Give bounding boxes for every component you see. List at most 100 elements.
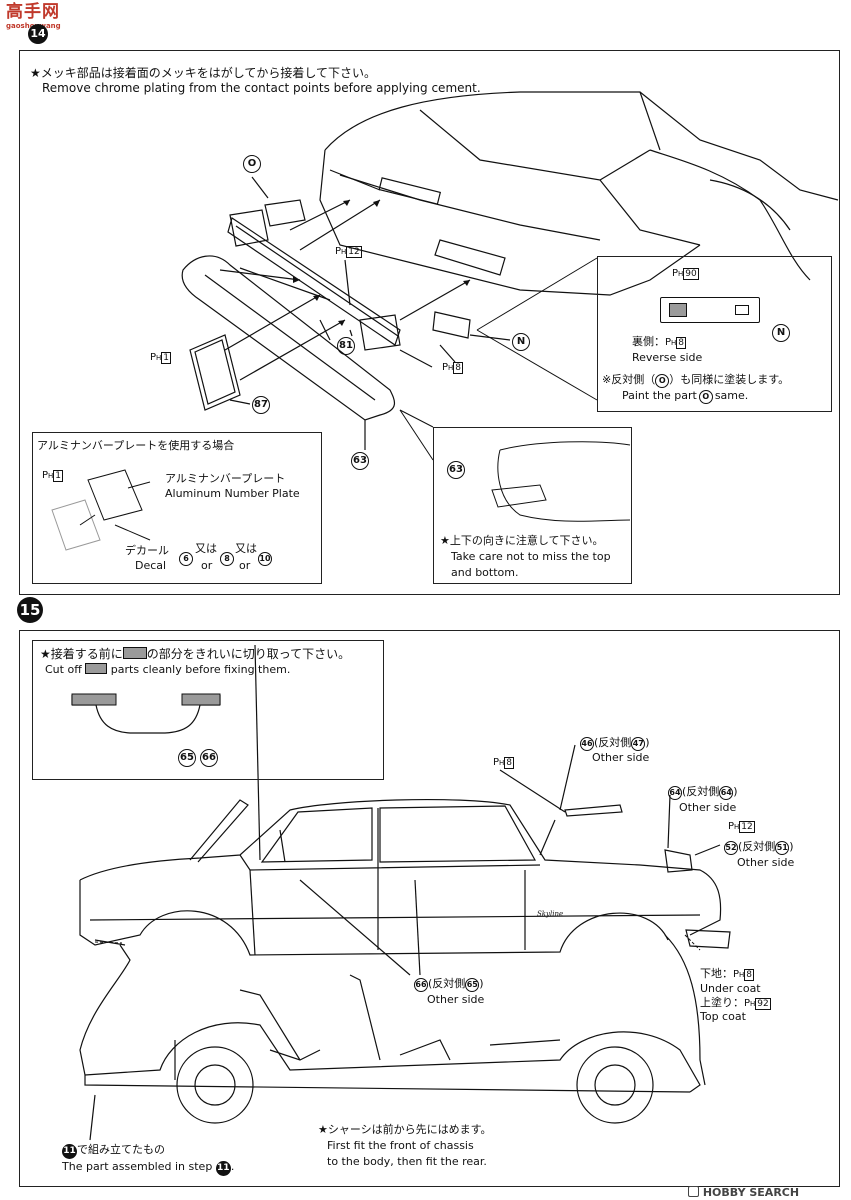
decal-8: 8 [220,552,234,566]
callout-66-part: 66 [414,978,428,992]
callout-46-en: Other side [592,751,650,764]
alum-decal-en: Decal [135,559,167,572]
callout-64-other: 64 [719,786,734,800]
chassis-note-en1: First fit the front of chassis [327,1139,474,1152]
alum-plate-en: Aluminum Number Plate [165,487,300,500]
assembled-en: The part assembled in step 11. [62,1160,234,1176]
callout-66-other: 65 [465,978,480,992]
alum-decal-jp: デカール [125,544,169,557]
callout-52: 52(反対側51) [724,840,794,855]
decal-10: 10 [258,552,272,566]
assembled-jp-text: で組み立てたもの [77,1143,165,1156]
inset-63-note-jp: ★上下の向きに注意して下さい。 [440,534,604,547]
callout-64-en: Other side [679,801,737,814]
callout-52-jp: (反対側 [738,840,776,853]
decal-or-jp-1: 又は [195,542,217,555]
cut-grey-swatch-jp [122,647,147,659]
inset-63-label: 63 [447,461,465,479]
assembled-step-badge: 11 [62,1144,77,1159]
under-coat-label: 下地： [700,967,733,980]
cut-part-66: 66 [200,749,218,767]
paint-ph1-num: 1 [161,352,172,364]
callout-66-en: Other side [427,993,485,1006]
lamp-small-rect [735,305,749,315]
inset-part-63 [433,427,632,584]
cut-note-jp-a: ★接着する前に [40,647,123,661]
inset-reverse-n: N [772,324,790,342]
reverse-note-o: O [655,374,670,388]
alum-title: アルミナンバープレートを使用する場合 [37,439,235,452]
step-14-note-en: Remove chrome plating from the contact p… [42,81,481,95]
part-label-87: 87 [252,396,270,414]
reverse-side-p: 8 [676,337,687,349]
top-coat-num: 92 [755,998,771,1010]
cut-note-en-a: Cut off [45,663,82,676]
reverse-side-en: Reverse side [632,351,703,364]
decal-or-en-2: or [239,559,251,572]
assembled-jp: 11で組み立てたもの [62,1143,165,1159]
cut-grey-swatch-en [85,663,108,674]
paint-ph12-num: 12 [346,246,362,258]
reverse-note-jp: ※反対側（O）も同様に塗装します。 [602,373,789,388]
cut-note-jp: ★接着する前に の部分をきれいに切り取って下さい。 [40,647,350,661]
assembled-en-text: The part assembled in step [62,1160,213,1173]
cut-part-65: 65 [178,749,196,767]
part-label-o: O [243,155,261,173]
reverse-note-jp-a: ※反対側（ [602,373,656,386]
step-15-number: 15 [17,597,43,623]
decal-6: 6 [179,552,193,566]
cut-note-jp-b: の部分をきれいに切り取って下さい。 [146,647,351,661]
part-label-81: 81 [337,337,355,355]
watermark-icon [688,1186,699,1197]
top-coat-label: 上塗り： [700,996,744,1009]
under-coat-num: 8 [744,969,755,981]
callout-46-jp-end: ) [645,736,650,749]
logo-text: 高手网 [6,2,60,22]
decal-or-en-1: or [201,559,213,572]
callout-64-jp-end: ) [733,785,738,798]
inset-63-note-en1: Take care not to miss the top [451,550,611,563]
callout-46-jp: (反対側 [594,736,632,749]
callout-64: 64(反対側64) [668,785,738,800]
lamp-drawing [660,297,760,323]
cut-note-en-b: parts cleanly before fixing them. [110,663,291,676]
callout-46-part: 46 [580,737,594,751]
callout-66-jp: (反対側 [428,977,466,990]
hobby-search-watermark: HOBBY SEARCH [688,1186,799,1199]
watermark-text: HOBBY SEARCH [702,1186,800,1199]
callout-46-other: 47 [631,737,646,751]
callout-66-jp-end: ) [479,977,484,990]
step-14-number-partial: 14 [28,24,48,44]
inset-reverse-ph90-num: 90 [683,268,699,280]
reverse-note-en-o: O [698,390,713,404]
part-label-n: N [512,333,530,351]
paint-ph8-num: 8 [453,362,464,374]
reverse-side-jp: 裏側： [632,335,665,348]
alum-ph1-num: 1 [53,470,64,482]
callout-52-en: Other side [737,856,795,869]
callout-66: 66(反対側65) [414,977,484,992]
inset-reverse-side [597,256,832,412]
assembled-en-step-badge: 11 [215,1161,231,1176]
part-label-63: 63 [351,452,369,470]
callout-52-part: 52 [724,841,738,855]
callout-64-part: 64 [668,786,682,800]
under-coat-en: Under coat [700,982,761,995]
callout-52-jp-end: ) [789,840,794,853]
paint-c46-num: 8 [504,757,515,769]
callout-46: 46(反対側47) [580,736,650,751]
callout-52-other: 51 [775,841,790,855]
chassis-note-en2: to the body, then fit the rear. [327,1155,487,1168]
inset-cut-off [32,640,384,780]
top-coat-en: Top coat [700,1010,746,1023]
